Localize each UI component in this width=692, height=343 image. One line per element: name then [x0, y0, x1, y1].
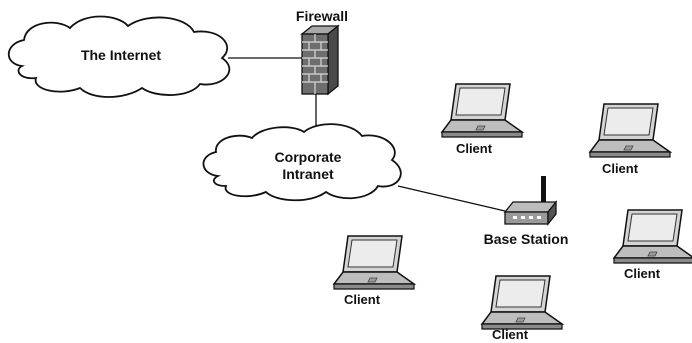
intranet-cloud	[202, 123, 402, 202]
laptop-icon-client-1	[441, 83, 523, 138]
internet-cloud	[7, 15, 231, 98]
link-intranet-basestation	[397, 185, 506, 212]
client-label-3: Client	[623, 266, 661, 281]
client-label-4: Client	[343, 292, 381, 307]
intranet-label-line1: Corporate	[274, 149, 342, 165]
laptop-icon-client-2	[589, 103, 671, 158]
intranet-label-line2: Intranet	[282, 166, 334, 182]
laptop-icon-client-5	[481, 275, 563, 330]
laptop-icon-client-3	[613, 209, 692, 264]
base-station-label: Base Station	[483, 231, 569, 247]
laptop-icon-client-4	[333, 235, 415, 290]
client-label-5: Client	[491, 327, 529, 342]
firewall-label: Firewall	[295, 8, 349, 24]
client-label-2: Client	[601, 161, 639, 176]
client-label-1: Client	[455, 141, 493, 156]
base-station-icon	[503, 176, 558, 226]
firewall-icon	[300, 24, 340, 96]
internet-label: The Internet	[80, 47, 162, 63]
